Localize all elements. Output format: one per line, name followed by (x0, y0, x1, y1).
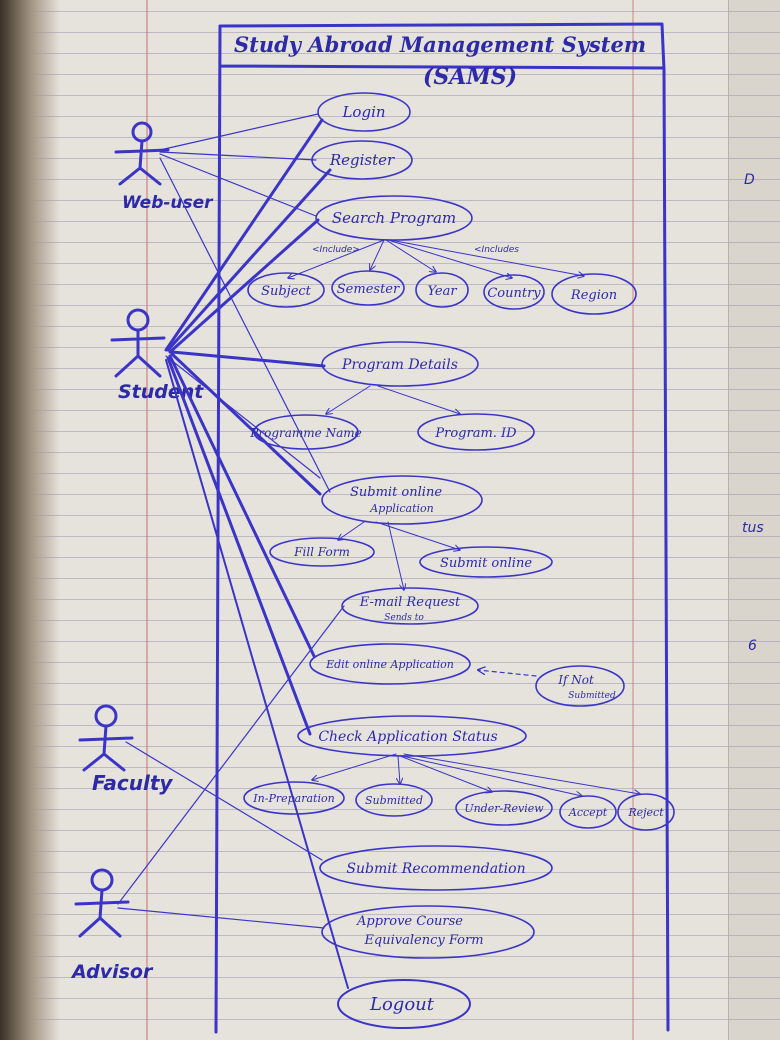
associations-student (164, 118, 332, 736)
include-relations-submit (338, 521, 460, 590)
svg-text:In-Preparation: In-Preparation (252, 792, 334, 805)
system-title: Study Abroad Management System (234, 32, 646, 57)
use-case-approve-course-equivalency: Approve Course Equivalency Form (321, 905, 535, 959)
use-case-accept: Accept (559, 795, 617, 829)
svg-text:If Not: If Not (557, 673, 594, 687)
association-student-email (165, 355, 321, 479)
actor-advisor-label: Advisor (70, 961, 154, 983)
extend-relation-edit (478, 670, 537, 677)
svg-text:Region: Region (570, 288, 617, 303)
actor-web-user: Web-user (114, 121, 214, 213)
use-case-submitted: Submitted (355, 783, 433, 817)
use-case-fill-form: Fill Form (269, 537, 375, 567)
svg-text:Semester: Semester (337, 282, 400, 297)
use-case-reject: Reject (617, 793, 675, 831)
actor-faculty: Faculty (78, 704, 173, 795)
svg-text:Submitted: Submitted (365, 794, 423, 807)
svg-text:Sends to: Sends to (384, 613, 424, 623)
svg-text:Reject: Reject (627, 806, 664, 819)
svg-text:E-mail Request: E-mail Request (359, 595, 461, 610)
use-case-semester: Semester (331, 270, 405, 306)
svg-text:Program. ID: Program. ID (434, 426, 517, 441)
svg-text:Check Application Status: Check Application Status (318, 729, 497, 745)
include-relations-search (288, 239, 584, 278)
associations-faculty (125, 741, 323, 861)
use-case-email-request: E-mail Request Sends to (341, 587, 479, 625)
svg-text:Application: Application (369, 502, 433, 515)
include-relations-status (312, 753, 640, 796)
use-case-programme-name: Programme Name (249, 414, 362, 450)
use-case-in-preparation: In-Preparation (243, 781, 345, 815)
svg-text:Submitted: Submitted (568, 691, 616, 701)
svg-text:Logout: Logout (369, 994, 435, 1015)
use-case-year: Year (415, 272, 469, 308)
svg-text:Equivalency Form: Equivalency Form (363, 933, 483, 948)
associations-web-user (159, 113, 331, 493)
include-label-right: <Includes (474, 245, 519, 255)
svg-text:Subject: Subject (261, 284, 312, 299)
use-case-register: Register (311, 140, 413, 180)
use-case-edit-online-application: Edit online Application (309, 643, 471, 685)
svg-text:Submit Recommendation: Submit Recommendation (346, 861, 525, 877)
use-case-submit-online-application: Submit online Application (321, 475, 483, 525)
actor-advisor: Advisor (70, 868, 154, 983)
use-case-region: Region (551, 273, 637, 315)
use-case-under-review: Under-Review (455, 790, 553, 826)
next-page-edge (728, 0, 780, 1040)
use-case-submit-online: Submit online (419, 546, 553, 578)
use-case-subject: Subject (247, 272, 325, 308)
svg-text:Fill Form: Fill Form (293, 545, 350, 559)
svg-text:Submit online: Submit online (350, 485, 442, 500)
svg-text:Approve Course: Approve Course (356, 914, 463, 929)
use-case-check-application-status: Check Application Status (297, 715, 527, 757)
svg-text:Register: Register (329, 151, 395, 169)
page-binding-shadow (0, 0, 60, 1040)
actor-web-user-label: Web-user (122, 193, 214, 213)
use-case-if-not-submitted: If Not Submitted (535, 665, 625, 707)
svg-text:Year: Year (427, 284, 457, 299)
include-label-left: <Include> (312, 245, 360, 255)
association-student-logout (165, 359, 349, 989)
system-boundary (214, 22, 670, 1034)
svg-text:Program Details: Program Details (341, 357, 458, 373)
svg-text:Programme Name: Programme Name (249, 426, 361, 440)
left-margin-line (146, 0, 148, 1040)
use-case-search-program: Search Program (315, 195, 473, 241)
svg-text:Submit online: Submit online (440, 556, 532, 571)
system-title-acronym: (SAMS) (423, 64, 517, 90)
side-note-lower: 6 (748, 638, 757, 654)
svg-text:Edit online Application: Edit online Application (325, 658, 454, 671)
use-case-login: Login (317, 92, 411, 132)
actor-faculty-label: Faculty (92, 771, 173, 795)
use-case-submit-recommendation: Submit Recommendation (319, 845, 553, 891)
use-case-country: Country (483, 274, 545, 310)
use-case-logout: Logout (337, 979, 471, 1029)
svg-text:Login: Login (341, 103, 385, 121)
use-case-program-id: Program. ID (417, 413, 535, 451)
include-relations-details (326, 385, 460, 414)
right-margin-line (632, 0, 634, 1040)
svg-text:Search Program: Search Program (332, 209, 456, 227)
svg-text:Country: Country (487, 286, 541, 301)
use-case-program-details: Program Details (321, 341, 479, 387)
side-note-middle: tus (742, 520, 764, 536)
associations-advisor (117, 605, 345, 929)
svg-text:Under-Review: Under-Review (464, 802, 544, 815)
side-note-top: D (744, 172, 755, 188)
svg-text:Accept: Accept (568, 806, 608, 819)
